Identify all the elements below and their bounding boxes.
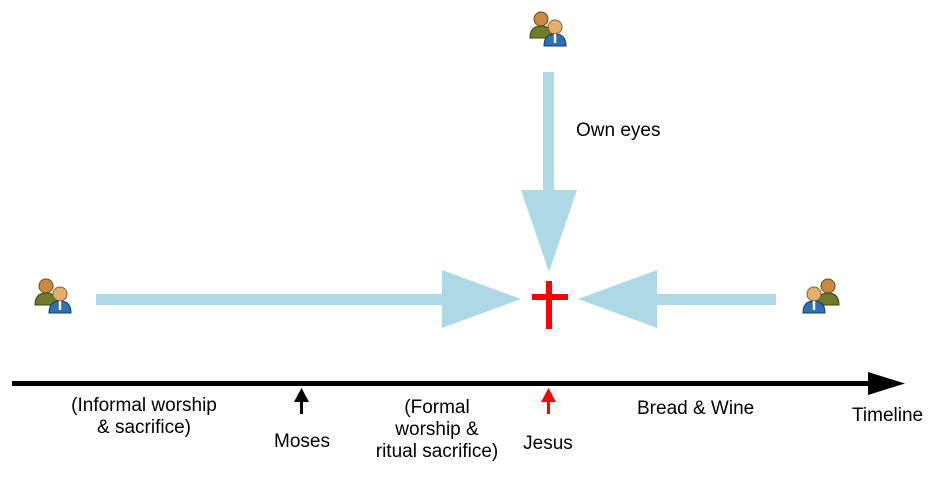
jesus-marker-arrow — [541, 388, 556, 414]
informal-line-1: (Informal worship — [71, 395, 217, 416]
arrow-left-present — [578, 270, 776, 328]
informal-worship-label: (Informal worship & sacrifice) — [52, 395, 236, 439]
own-eyes-label: Own eyes — [576, 120, 661, 141]
moses-marker-arrow — [294, 388, 309, 414]
arrow-down-own-eyes — [521, 72, 577, 272]
bread-wine-label: Bread & Wine — [637, 398, 755, 419]
people-icon-left — [34, 278, 72, 314]
formal-line-2: worship & — [395, 419, 479, 440]
formal-worship-label: (Formal worship & ritual sacrifice) — [362, 397, 512, 463]
people-icon-top — [529, 11, 567, 47]
formal-line-1: (Formal — [404, 397, 470, 418]
jesus-label: Jesus — [523, 433, 573, 454]
formal-line-3: ritual sacrifice) — [375, 441, 499, 462]
moses-label: Moses — [274, 431, 330, 452]
informal-line-2: & sacrifice) — [97, 417, 191, 438]
people-icon-right — [802, 278, 840, 314]
timeline-axis — [12, 372, 905, 395]
arrow-right-past — [96, 270, 521, 328]
cross-icon — [532, 281, 568, 329]
timeline-label: Timeline — [852, 405, 924, 426]
